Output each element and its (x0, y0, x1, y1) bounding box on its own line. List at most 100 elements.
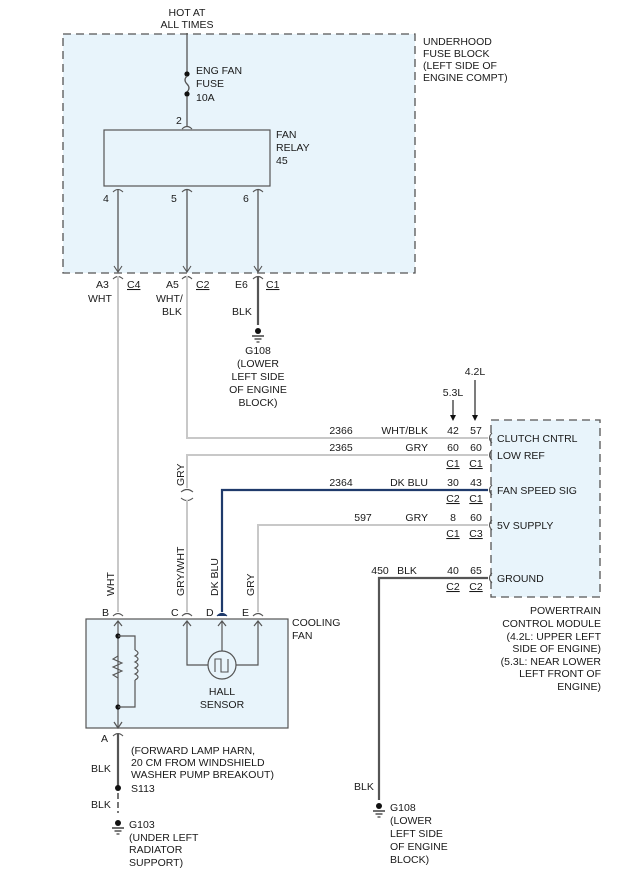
connector-label: C2 (196, 279, 210, 291)
variant-label-5-3l: 5.3L (443, 387, 464, 399)
wire-dk-blu-2364 (220, 488, 488, 612)
fan-pin-label: C (171, 607, 179, 619)
ground-desc: (LOWER (390, 815, 432, 827)
pin-4-2l: 43 (470, 477, 482, 489)
ground-desc: (LOWER (237, 358, 279, 370)
relay-label: RELAY (276, 142, 310, 154)
splice-icon (115, 785, 121, 791)
relay-pin-6: 6 (243, 188, 264, 273)
relay-pin-label: 4 (103, 193, 109, 205)
pcm-pin-connector-icon (488, 432, 493, 444)
ground-id: G108 (245, 345, 271, 357)
ground-desc: OF ENGINE (390, 841, 448, 853)
pcm-label-line: SIDE OF ENGINE) (512, 643, 601, 655)
pin-label: A5 (166, 279, 179, 291)
pcm-pin-connector-icon (488, 519, 493, 531)
pcm-label-line: LEFT FRONT OF (519, 668, 601, 680)
hall-sensor-label: HALL (209, 686, 235, 698)
fuse-block-connector-e6: E6 C1 BLK (232, 275, 280, 318)
wire-color-label: BLK (91, 799, 111, 811)
relay-pin-label: 2 (176, 115, 182, 127)
wire-color-label: GRY (405, 442, 428, 454)
pcm-circuit-name: FAN SPEED SIG (497, 485, 577, 497)
fuse-icon (184, 71, 190, 97)
ground-desc: BLOCK) (238, 397, 277, 409)
wire-wht-blk-2366 (186, 276, 488, 439)
ground-desc: OF ENGINE (229, 384, 287, 396)
pin-label: A3 (96, 279, 109, 291)
pcm-pin-connector-icon (488, 572, 493, 584)
pcm-label-line: (5.3L: NEAR LOWER (501, 656, 602, 668)
connector-label: C4 (127, 279, 141, 291)
connector-4-2l: C3 (469, 528, 483, 540)
wire-color-label: BLK (232, 306, 252, 318)
ground-desc: RADIATOR (129, 844, 183, 856)
wire-color-label: GRY (245, 573, 257, 596)
wire-blk-450 (377, 576, 488, 800)
connector-icon (112, 732, 124, 737)
pcm-outline (490, 419, 601, 598)
wire-color-label: DK BLU (209, 558, 221, 596)
ground-desc: BLOCK) (390, 854, 429, 866)
circuit-number: 2364 (329, 477, 353, 489)
pin-5-3l: 60 (447, 442, 459, 454)
fan-pin-label: E (242, 607, 249, 619)
fan-pin-label: A (101, 733, 108, 745)
wire-color-label: WHT (88, 293, 112, 305)
wire-color-label: DK BLU (390, 477, 428, 489)
pin-5-3l: 8 (450, 512, 456, 524)
pcm-circuit-name: 5V SUPPLY (497, 520, 553, 532)
pcm-pin-connector-icon (488, 484, 493, 496)
wire-color-label: BLK (397, 565, 417, 577)
circuit-number: 597 (354, 512, 372, 524)
ground-desc: SUPPORT) (129, 857, 183, 869)
fan-pin-connectors: B C D E (102, 607, 264, 619)
fan-pin-label: B (102, 607, 109, 619)
relay-label: FAN (276, 129, 296, 141)
pin-label: E6 (235, 279, 248, 291)
connector-4-2l: C1 (469, 458, 483, 470)
fuse-label: FUSE (196, 78, 224, 90)
fan-motor-icon (111, 620, 139, 730)
wire-color-label: WHT (105, 572, 117, 596)
hall-sensor-label: SENSOR (200, 699, 245, 711)
ground-icon (373, 803, 385, 818)
connector-4-2l: C1 (469, 493, 483, 505)
inline-connector-icon (180, 488, 194, 502)
relay-pin-label: 5 (171, 193, 177, 205)
fuse-block-label-line: UNDERHOOD (423, 36, 492, 48)
pin-5-3l: 40 (447, 565, 459, 577)
connector-5-3l: C2 (446, 581, 460, 593)
fuse-block-connector-a5: A5 C2 WHT/ BLK (156, 275, 210, 318)
pin-5-3l: 30 (447, 477, 459, 489)
pcm-circuit-name: GROUND (497, 573, 544, 585)
pcm-label-line: ENGINE) (557, 681, 601, 693)
connector-5-3l: C2 (446, 493, 460, 505)
ground-icon (252, 328, 264, 343)
connector-5-3l: C1 (446, 528, 460, 540)
pcm-label-line: (4.2L: UPPER LEFT (506, 631, 601, 643)
pcm-label-line: POWERTRAIN (530, 605, 601, 617)
ground-id: G103 (129, 819, 155, 831)
relay-pin-label: 6 (243, 193, 249, 205)
relay-pin-5: 5 (171, 188, 193, 273)
fan-relay (103, 129, 271, 187)
circuit-number: 2365 (329, 442, 353, 454)
wire-color-label: WHT/BLK (381, 425, 428, 437)
fuse-rating: 10A (196, 92, 215, 104)
connector-5-3l: C1 (446, 458, 460, 470)
connector-label: C1 (266, 279, 280, 291)
splice-note: WASHER PUMP BREAKOUT) (131, 769, 274, 781)
hall-sensor-icon (182, 620, 263, 680)
fuse-block-label-line: FUSE BLOCK (423, 48, 490, 60)
ground-desc: LEFT SIDE (232, 371, 285, 383)
wire-color-label: BLK (354, 781, 374, 793)
fuse-block-label-line: ENGINE COMPT) (423, 72, 508, 84)
wire-gry-597 (257, 524, 488, 612)
wire-color-label: BLK (162, 306, 182, 318)
relay-pin-4: 4 (103, 188, 124, 273)
circuit-number: 450 (371, 565, 389, 577)
pin-5-3l: 42 (447, 425, 459, 437)
fuse-block-label-line: (LEFT SIDE OF (423, 60, 497, 72)
